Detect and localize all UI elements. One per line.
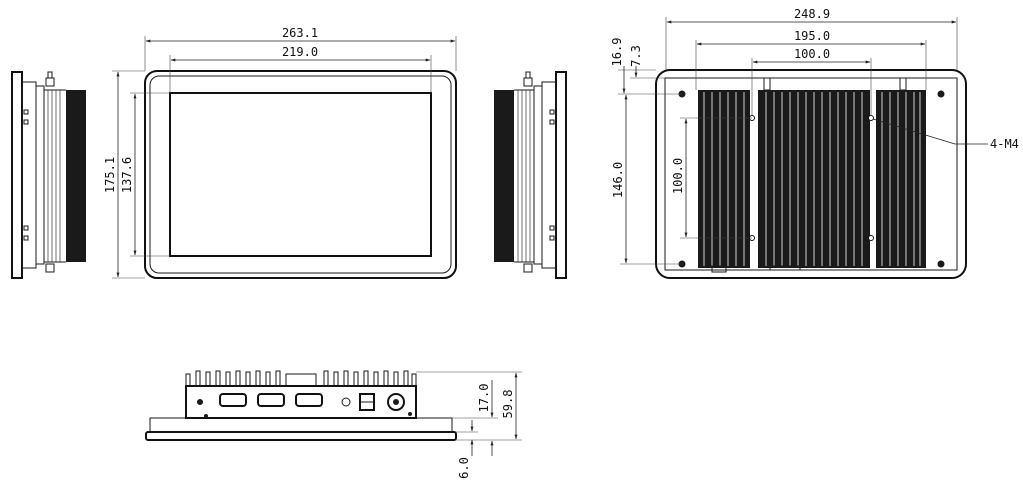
dim-rear-width-outer: 248.9 xyxy=(794,7,830,21)
dim-rear-width-holes: 195.0 xyxy=(794,29,830,43)
dim-rear-height-holes: 146.0 xyxy=(611,162,625,198)
dim-rear-height-center: 100.0 xyxy=(671,158,685,194)
dim-bottom-depth-body: 17.0 xyxy=(477,384,491,413)
dim-rear-top-offset-small: 7.3 xyxy=(629,45,643,67)
callout-mount-holes: 4-M4 xyxy=(990,137,1019,151)
dim-bottom-panel-thickness: 6.0 xyxy=(457,457,471,479)
dim-rear-top-offset: 16.9 xyxy=(610,38,624,67)
front-view: 263.1 219.0 175.1 137.6 xyxy=(103,26,457,279)
bottom-view: 59.8 17.0 6.0 xyxy=(145,370,522,479)
left-side-view xyxy=(11,71,86,279)
dim-rear-width-center: 100.0 xyxy=(794,47,830,61)
right-side-view xyxy=(494,71,567,279)
dim-front-height-outer: 175.1 xyxy=(103,157,117,193)
dim-bottom-depth-total: 59.8 xyxy=(501,390,515,419)
dim-front-width-outer: 263.1 xyxy=(282,26,318,40)
dim-front-width-inner: 219.0 xyxy=(282,45,318,59)
rear-view: 248.9 195.0 100.0 16.9 7.3 146.0 100.0 4… xyxy=(610,7,1019,279)
dim-front-height-inner: 137.6 xyxy=(120,157,134,193)
